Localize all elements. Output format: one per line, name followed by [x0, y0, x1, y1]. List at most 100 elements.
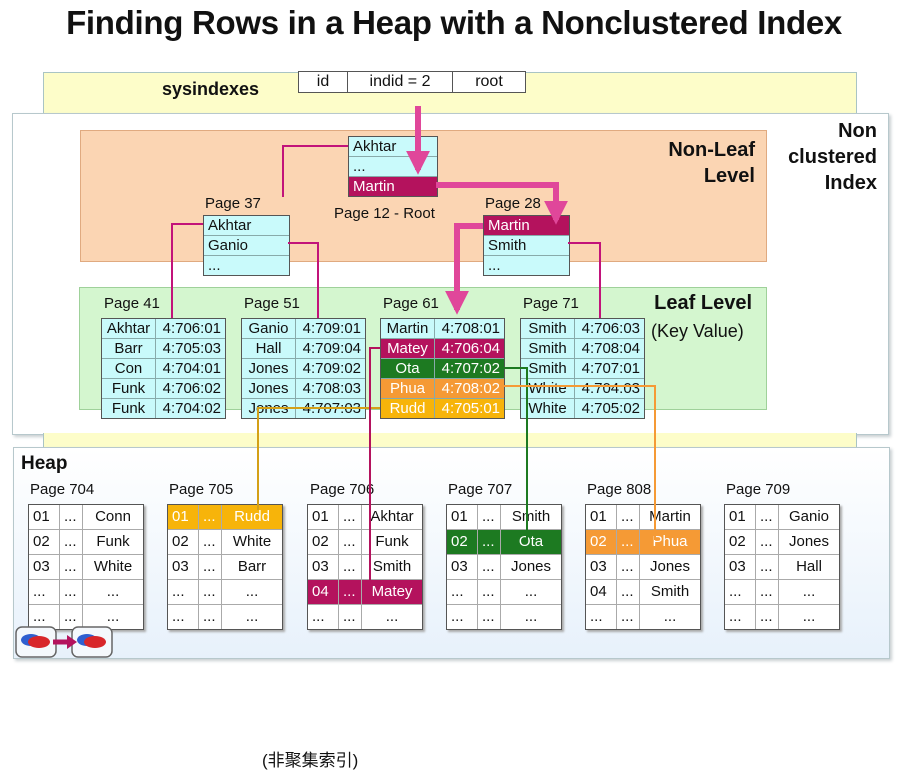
name-cell: ...	[106, 608, 120, 625]
name-cell-matey: Matey	[371, 583, 413, 600]
page-61-label: Page 61	[383, 295, 439, 312]
slot-cell: 01	[725, 505, 756, 529]
slot-cell: 02	[168, 530, 199, 554]
leaf-level-label: Leaf Level	[654, 292, 752, 314]
name-cell: ...	[802, 608, 816, 625]
name-cell: Hall	[796, 558, 822, 575]
rid-cell: 4:704:03	[581, 380, 640, 397]
nonclustered-index-label: Non clustered Index	[788, 120, 877, 194]
rid-cell: 4:706:01	[162, 320, 221, 337]
dots-cell: ...	[60, 530, 83, 554]
slot-cell: ...	[168, 580, 199, 604]
name-cell: Funk	[375, 533, 409, 550]
key-cell: Barr	[102, 339, 156, 358]
dots-cell: ...	[339, 605, 362, 629]
name-cell: Conn	[95, 508, 131, 525]
rid-cell: 4:709:01	[302, 320, 361, 337]
key-cell: Smith	[521, 359, 575, 378]
name-cell: ...	[802, 583, 816, 600]
slot-cell: 01	[308, 505, 339, 529]
rid-cell: 4:709:02	[302, 360, 361, 377]
pointer-line	[288, 242, 319, 318]
dots-cell: ...	[339, 555, 362, 579]
sysindexes-column-id: id	[316, 73, 330, 90]
root-page-caption: Page 12 - Root	[334, 205, 435, 222]
key-cell: Jones	[242, 379, 296, 398]
name-cell: Jones	[649, 558, 691, 575]
page-706-label: Page 706	[310, 481, 375, 498]
page-28-row-highlighted: Martin	[488, 217, 530, 234]
dots-cell: ...	[617, 555, 640, 579]
dots-cell: ...	[756, 505, 779, 529]
rid-cell: 4:704:01	[162, 360, 221, 377]
page-28-row: ...	[488, 257, 501, 274]
key-cell: Funk	[102, 379, 156, 398]
name-cell: Jones	[788, 533, 830, 550]
page-704-label: Page 704	[30, 481, 95, 498]
dots-cell: ...	[478, 505, 501, 529]
slot-cell: 04	[586, 580, 617, 604]
slot-cell: 04	[308, 580, 339, 604]
name-cell: ...	[385, 608, 399, 625]
dots-cell: ...	[478, 605, 501, 629]
caption: (非聚集索引)	[262, 751, 359, 770]
rid-cell: 4:707:01	[581, 360, 640, 377]
page-41-label: Page 41	[104, 295, 160, 312]
pointer-line	[282, 145, 348, 197]
name-cell: White	[93, 558, 133, 575]
rid-link-rudd	[257, 407, 380, 510]
sysindexes-column-root: root	[452, 72, 525, 92]
slot-cell: ...	[168, 605, 199, 629]
key-cell: Akhtar	[102, 319, 156, 338]
dots-cell: ...	[60, 605, 83, 629]
dots-cell: ...	[756, 605, 779, 629]
page-808-label: Page 808	[587, 481, 652, 498]
slot-cell: ...	[725, 580, 756, 604]
slot-cell: ...	[447, 605, 478, 629]
rid-cell: 4:706:03	[581, 320, 640, 337]
dots-cell: ...	[60, 505, 83, 529]
slot-cell: 02	[29, 530, 60, 554]
key-cell-matey: Matey	[381, 339, 435, 358]
name-cell: Smith	[511, 508, 551, 525]
page-37-row: ...	[208, 257, 221, 274]
name-cell: ...	[524, 583, 538, 600]
diagram-title: Finding Rows in a Heap with a Noncluster…	[66, 4, 842, 41]
dots-cell: ...	[617, 605, 640, 629]
key-cell: Martin	[381, 319, 435, 338]
key-cell-phua: Phua	[381, 379, 435, 398]
slot-cell: 01	[586, 505, 617, 529]
slot-cell: 01	[447, 505, 478, 529]
rid-cell: 4:708:04	[581, 340, 640, 357]
rid-cell-matey: 4:706:04	[441, 340, 500, 357]
name-cell: ...	[245, 608, 259, 625]
name-cell: Ganio	[788, 508, 830, 525]
dots-cell: ...	[617, 530, 640, 554]
slot-cell: 03	[447, 555, 478, 579]
key-cell: Con	[102, 359, 156, 378]
name-cell-ota: Ota	[518, 533, 544, 550]
slot-cell: 03	[586, 555, 617, 579]
dots-cell: ...	[478, 580, 501, 604]
rid-cell: 4:708:01	[441, 320, 500, 337]
name-cell: ...	[524, 608, 538, 625]
key-cell: Ganio	[242, 319, 296, 338]
dots-cell: ...	[199, 505, 222, 529]
name-cell: Jones	[510, 558, 552, 575]
heap-label: Heap	[21, 453, 68, 474]
name-cell-rudd: Rudd	[234, 508, 270, 525]
root-row-highlighted: Martin	[353, 178, 395, 195]
dots-cell: ...	[339, 530, 362, 554]
sysindexes-column-indid: indid = 2	[347, 72, 452, 92]
dots-cell: ...	[756, 580, 779, 604]
heap-page-706: 01...Akhtar 02...Funk 03...Smith 04...Ma…	[307, 504, 423, 630]
dots-cell: ...	[60, 555, 83, 579]
dots-cell: ...	[199, 530, 222, 554]
name-cell: Akhtar	[370, 508, 414, 525]
heap-page-705: 01...Rudd 02...White 03...Barr .........…	[167, 504, 283, 630]
key-cell-rudd: Rudd	[381, 399, 435, 418]
slot-cell: 02	[308, 530, 339, 554]
